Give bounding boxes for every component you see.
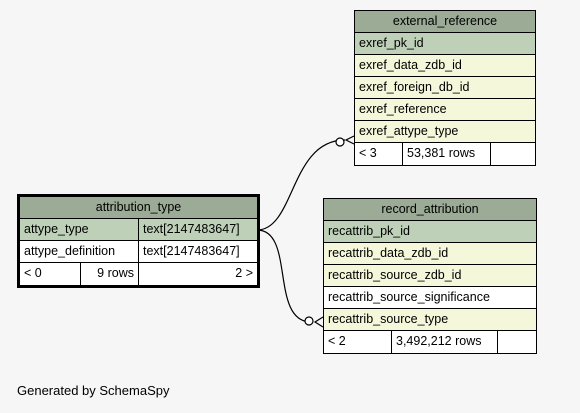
- column-row[interactable]: exref_data_zdb_id: [355, 55, 535, 77]
- column-name: exref_attype_type: [359, 124, 459, 138]
- column-name: attype_definition: [24, 244, 116, 258]
- column-row[interactable]: recattrib_data_zdb_id: [324, 243, 536, 265]
- column-row[interactable]: recattrib_source_type: [324, 309, 536, 331]
- column-name: recattrib_source_zdb_id: [328, 268, 462, 282]
- relation-optional-marker: [304, 316, 314, 326]
- table-footer: < 0 9 rows 2 >: [20, 263, 257, 285]
- table-title[interactable]: record_attribution: [381, 202, 479, 216]
- column-name: recattrib_data_zdb_id: [328, 246, 449, 260]
- table-attribution-type[interactable]: attribution_type attype_type text[214748…: [17, 194, 260, 288]
- relation-crowsfoot-marker: [313, 316, 324, 328]
- children-count[interactable]: 2 >: [138, 263, 257, 285]
- column-name: exref_pk_id: [359, 36, 424, 50]
- column-row[interactable]: exref_reference: [355, 99, 535, 121]
- parents-count[interactable]: < 2: [328, 334, 346, 348]
- column-row[interactable]: recattrib_pk_id: [324, 221, 536, 243]
- column-name: exref_reference: [359, 102, 447, 116]
- column-type: text[2147483647]: [138, 241, 257, 262]
- table-footer: < 3 53,381 rows: [355, 143, 535, 165]
- relation-crowsfoot-marker: [344, 135, 355, 145]
- row-count: 3,492,212 rows: [391, 331, 497, 353]
- column-row[interactable]: exref_attype_type: [355, 121, 535, 143]
- column-name: recattrib_pk_id: [328, 224, 410, 238]
- column-row[interactable]: recattrib_source_significance: [324, 287, 536, 309]
- table-title[interactable]: external_reference: [392, 14, 498, 28]
- column-row-attype-definition[interactable]: attype_definition text[2147483647]: [20, 241, 257, 263]
- relation-line-record-attribution: [256, 229, 311, 323]
- column-row[interactable]: exref_foreign_db_id: [355, 77, 535, 99]
- table-header[interactable]: external_reference: [355, 11, 535, 33]
- parents-count[interactable]: < 3: [359, 146, 377, 160]
- column-row[interactable]: recattrib_source_zdb_id: [324, 265, 536, 287]
- column-type: text[2147483647]: [138, 219, 257, 240]
- column-row[interactable]: exref_pk_id: [355, 33, 535, 55]
- table-external-reference[interactable]: external_reference exref_pk_id exref_dat…: [354, 10, 536, 166]
- row-count: 53,381 rows: [402, 143, 490, 165]
- table-footer: < 2 3,492,212 rows: [324, 331, 536, 353]
- relation-optional-marker: [335, 137, 345, 147]
- children-count: [497, 331, 536, 353]
- table-header[interactable]: attribution_type: [20, 197, 257, 219]
- children-count: [490, 143, 535, 165]
- column-name: recattrib_source_significance: [328, 290, 490, 304]
- row-count: 9 rows: [80, 263, 138, 285]
- table-header[interactable]: record_attribution: [324, 199, 536, 221]
- generated-by-credit: Generated by SchemaSpy: [17, 383, 170, 398]
- table-title[interactable]: attribution_type: [95, 200, 182, 214]
- parents-count[interactable]: < 0: [24, 266, 42, 280]
- column-row-attype-type[interactable]: attype_type text[2147483647]: [20, 219, 257, 241]
- column-name: attype_type: [24, 222, 89, 236]
- column-name: exref_foreign_db_id: [359, 80, 470, 94]
- relation-line-external-reference: [256, 139, 346, 231]
- column-name: exref_data_zdb_id: [359, 58, 462, 72]
- column-name: recattrib_source_type: [328, 312, 449, 326]
- table-record-attribution[interactable]: record_attribution recattrib_pk_id recat…: [323, 198, 537, 354]
